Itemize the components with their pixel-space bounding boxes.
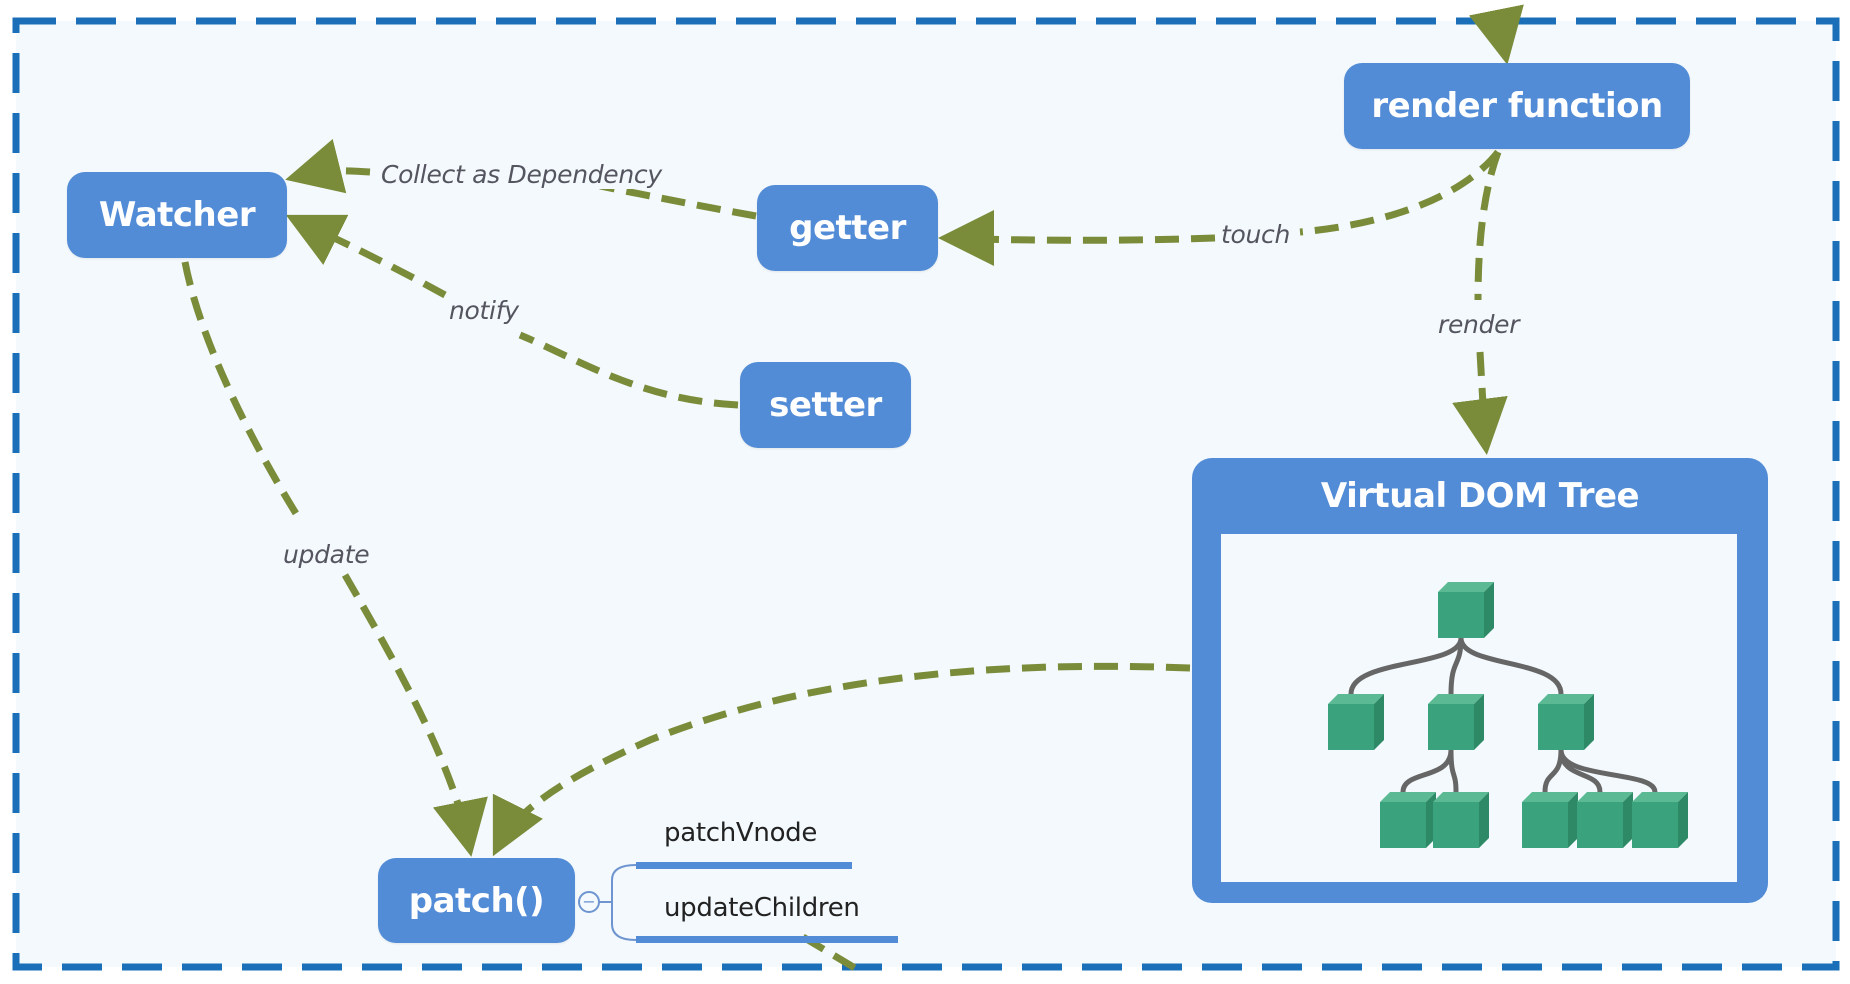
virtual-dom-tree-body [1221, 534, 1737, 882]
setter-node[interactable]: setter [740, 362, 911, 448]
edge-label-touch: touch [1218, 220, 1294, 249]
virtual-dom-tree-node[interactable]: Virtual DOM Tree [1192, 458, 1768, 903]
edge-label-update: update [280, 540, 373, 569]
edge-label-collect: Collect as Dependency [378, 160, 665, 189]
edge-setter-to-watcher-head [285, 214, 349, 265]
edge-render-to-getter [951, 149, 1501, 244]
branch-updatechildren[interactable]: updateChildren [664, 893, 860, 923]
branch-updatechildren-underline [636, 936, 898, 943]
edge-render-to-vdom-head [1452, 395, 1508, 455]
virtual-dom-tree-title: Virtual DOM Tree [1320, 476, 1640, 516]
edge-label-notify: notify [446, 296, 522, 325]
branch-patchvnode-underline [636, 862, 852, 869]
edge-getter-to-watcher-head [285, 138, 347, 194]
dashed-frame [12, 17, 1840, 971]
render-function-node[interactable]: render function [1344, 63, 1690, 149]
edge-render-to-vdom [1474, 150, 1502, 441]
patch-node[interactable]: patch() [378, 858, 575, 943]
edge-vdom-to-patch [497, 662, 1191, 844]
edge-vdom-to-patch-head [492, 793, 543, 857]
edge-external-to-render-function [1468, 4, 1524, 65]
getter-node[interactable]: getter [757, 185, 938, 271]
edge-label-render: render [1435, 310, 1523, 339]
collapse-toggle-icon[interactable]: − [578, 891, 600, 913]
watcher-node[interactable]: Watcher [67, 172, 287, 258]
branch-patchvnode[interactable]: patchVnode [664, 818, 818, 848]
edge-watcher-to-patch-head [432, 796, 488, 857]
